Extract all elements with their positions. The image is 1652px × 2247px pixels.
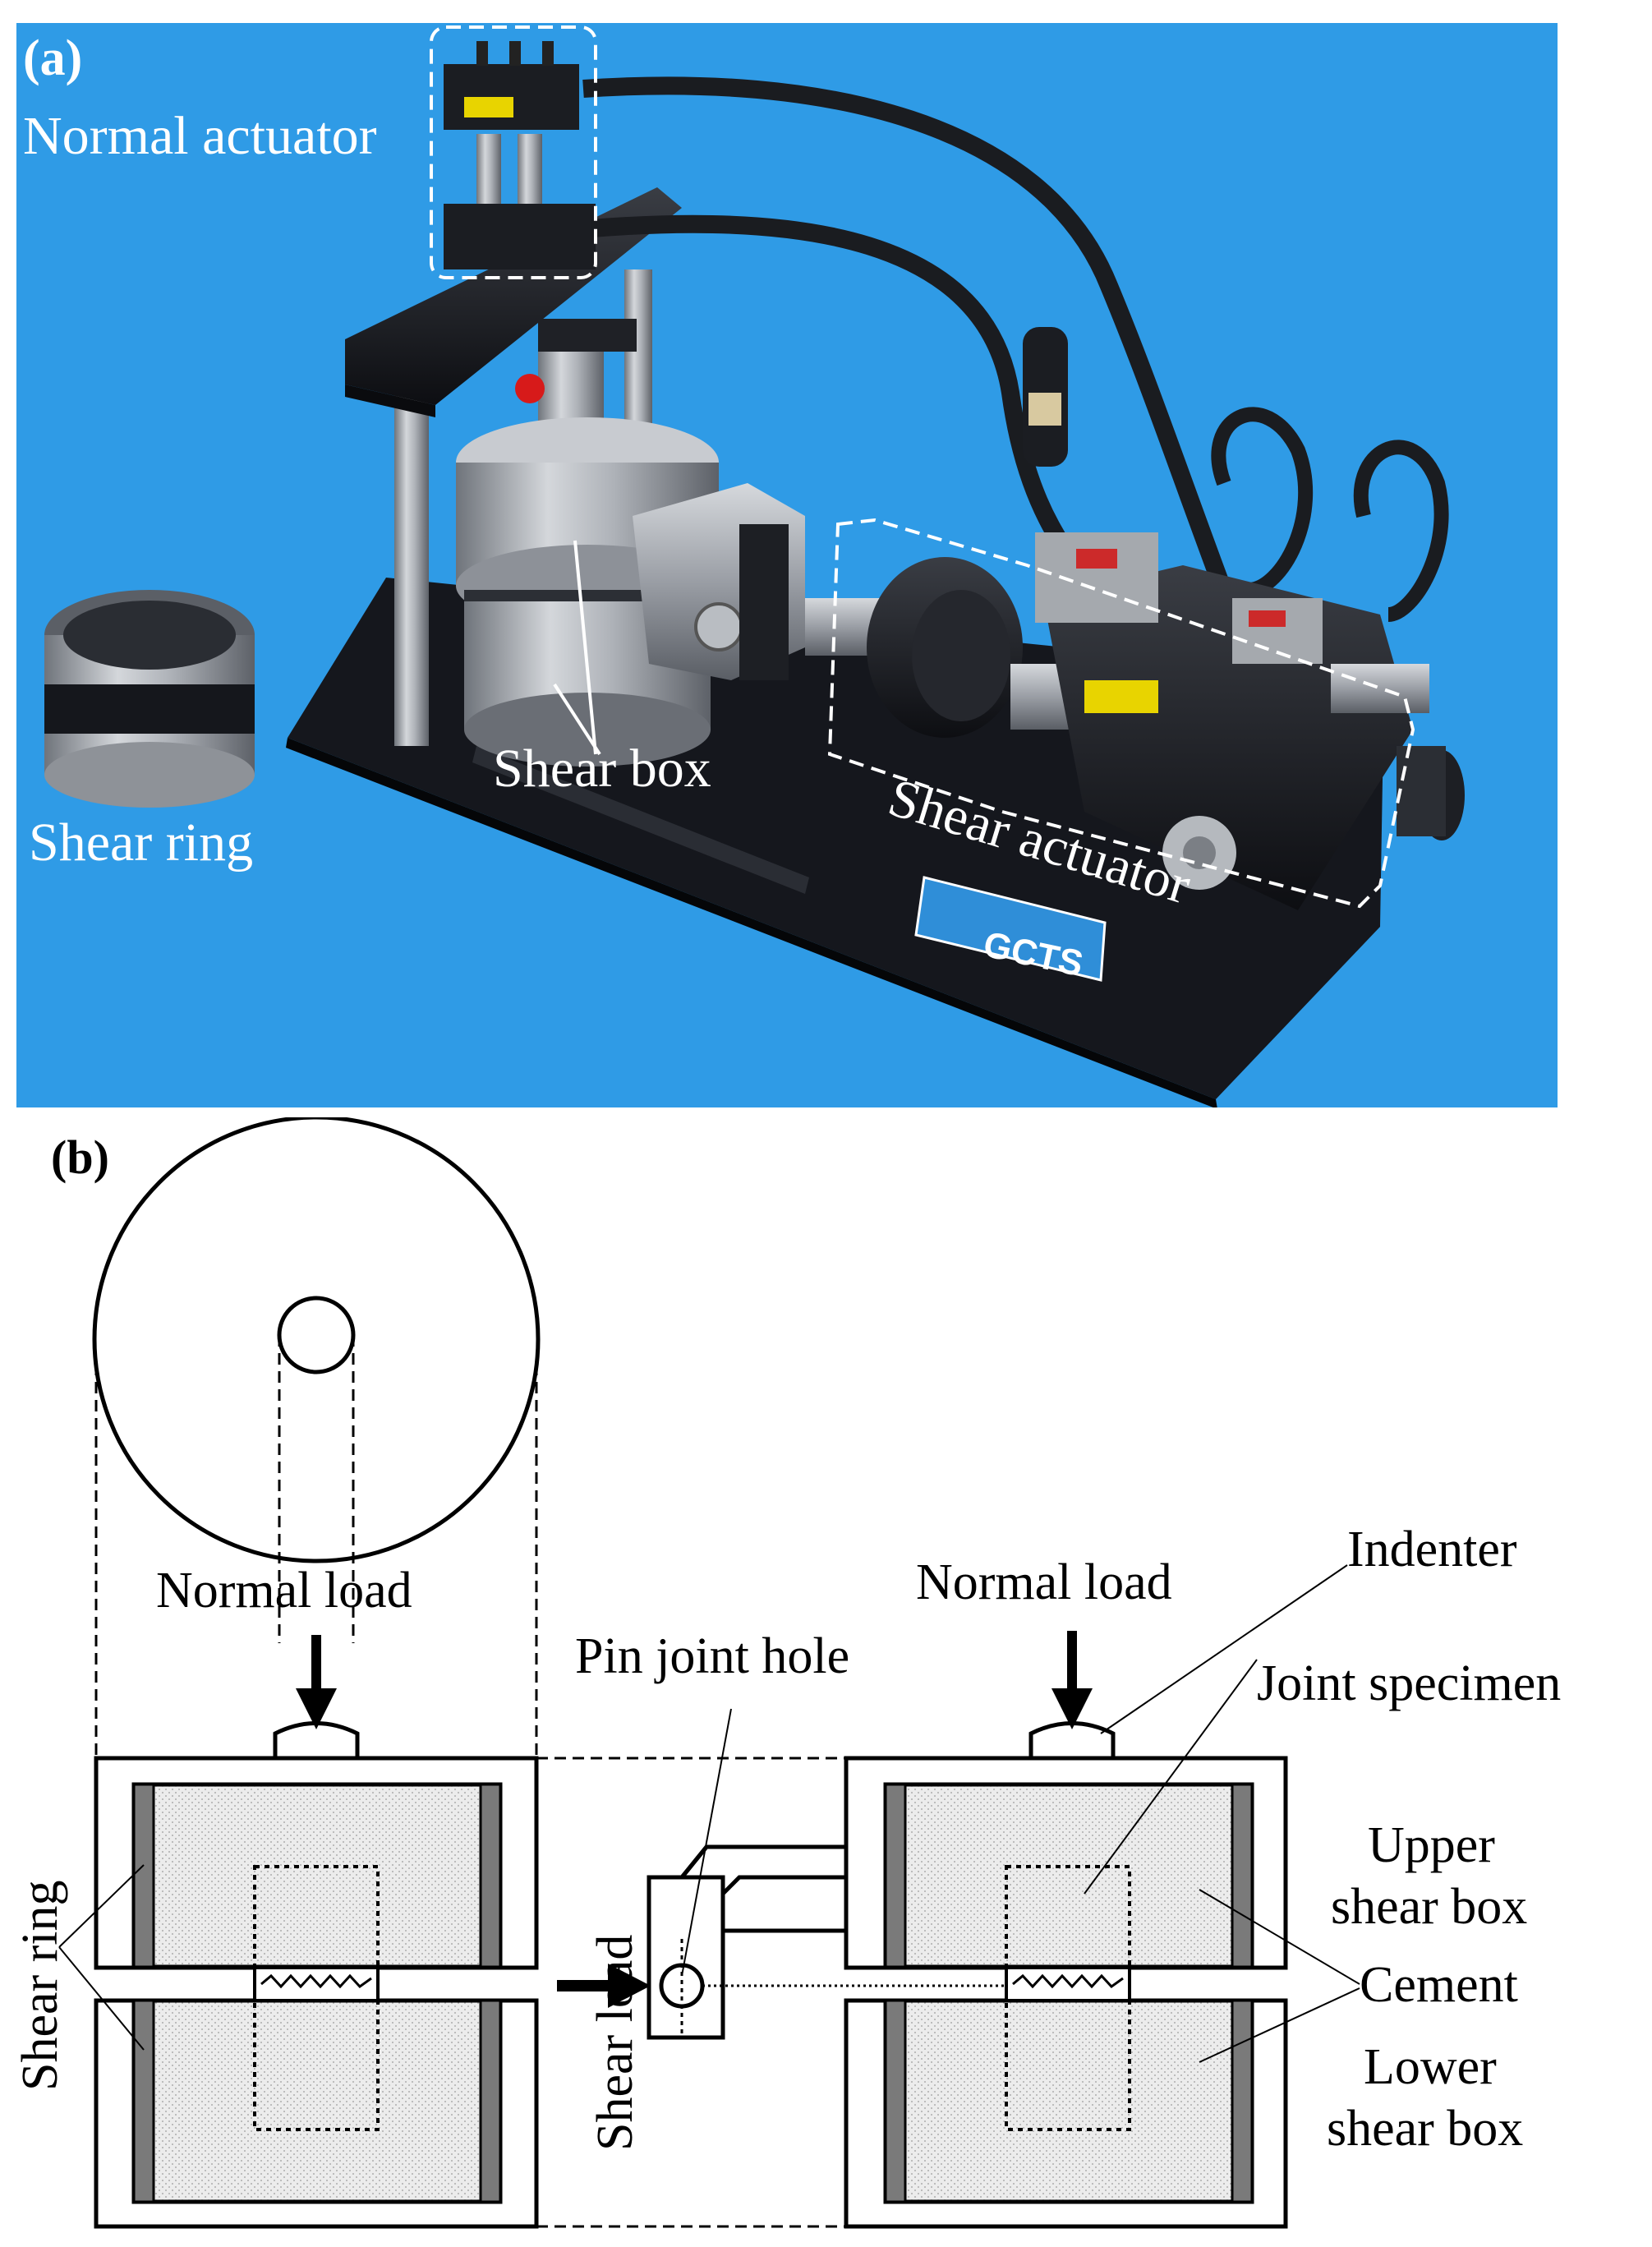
pillar-left xyxy=(394,360,429,746)
normal-actuator-label: Normal actuator xyxy=(23,106,377,166)
photo-panel: GCTS (a) Normal actuator Shear ring Shea… xyxy=(16,23,1558,1107)
shear-ring-vertical-label: Shear ring xyxy=(12,1880,68,2091)
joint-specimen-label: Joint specimen xyxy=(1257,1655,1562,1711)
shear-ring-label: Shear ring xyxy=(29,813,254,873)
crossbeam xyxy=(345,187,682,405)
shear-clevis xyxy=(647,1844,1006,2040)
upper-shear-box-label-line2: shear box xyxy=(1331,1879,1528,1935)
schematic-diagram xyxy=(58,1117,1360,2229)
cement-label: Cement xyxy=(1360,1957,1518,2013)
shear-apparatus-photo: GCTS xyxy=(44,25,1465,1107)
shear-load-vertical-label: Shear load xyxy=(587,1934,643,2151)
panel-a-tag: (a) xyxy=(23,30,83,86)
lower-shear-box-label-line2: shear box xyxy=(1327,2101,1524,2157)
normal-load-right-label: Normal load xyxy=(916,1554,1172,1610)
right-shear-box xyxy=(844,1631,1288,2229)
upper-shear-box-label-line1: Upper xyxy=(1368,1817,1495,1873)
normal-load-left-label: Normal load xyxy=(156,1563,412,1618)
gcts-plate xyxy=(914,876,1107,982)
normal-actuator-highlight xyxy=(430,25,597,279)
top-view-pin xyxy=(277,1296,356,1374)
lower-shear-box-label-line1: Lower xyxy=(1364,2039,1497,2095)
panel-b-tag: (b) xyxy=(51,1130,109,1184)
shear-box-label: Shear box xyxy=(493,739,711,799)
pin-joint-hole-label: Pin joint hole xyxy=(575,1628,850,1684)
top-view-ring xyxy=(92,1117,541,1563)
left-shear-box xyxy=(94,1635,539,2229)
shear-actuator-highlight xyxy=(827,518,1415,909)
indenter-label: Indenter xyxy=(1347,1522,1517,1577)
